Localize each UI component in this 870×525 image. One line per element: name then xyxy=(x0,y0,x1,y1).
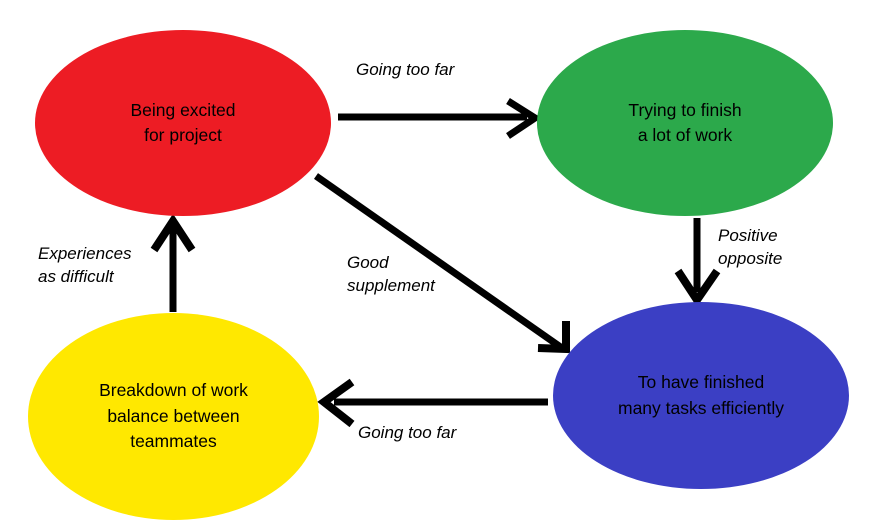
arrowhead xyxy=(674,268,721,308)
node-to-have-finished-many-tasks-efficiently[interactable]: To have finished many tasks efficiently xyxy=(553,302,849,489)
edge-label-breakdown-to-excited: Experiences as difficult xyxy=(38,244,132,286)
edge-line xyxy=(313,173,565,351)
edge-excited-to-finished xyxy=(313,173,570,354)
node-breakdown-of-work-balance-between-teammates[interactable]: Breakdown of work balance between teamma… xyxy=(28,313,319,520)
edge-excited-to-trying xyxy=(338,98,542,139)
node-being-excited-for-project[interactable]: Being excited for project xyxy=(35,30,331,216)
edge-label-trying-to-finished: Positive opposite xyxy=(718,226,783,268)
arrowhead xyxy=(506,98,542,139)
node-trying-to-finish-a-lot-of-work[interactable]: Trying to finish a lot of work xyxy=(537,30,833,216)
node-label: Being excited for project xyxy=(130,99,236,145)
node-label: Trying to finish a lot of work xyxy=(628,99,742,145)
edge-finished-to-breakdown xyxy=(317,378,548,428)
edge-label-excited-to-trying: Going too far xyxy=(356,60,455,79)
arrowhead xyxy=(150,213,196,253)
edge-breakdown-to-excited xyxy=(150,213,196,312)
node-label: To have finished many tasks efficiently xyxy=(618,372,784,418)
arrowhead xyxy=(537,321,570,354)
edge-label-finished-to-breakdown: Going too far xyxy=(358,423,457,442)
edge-label-excited-to-finished: Good supplement xyxy=(347,253,435,295)
arrowhead xyxy=(317,378,355,428)
node-label: Breakdown of work balance between teamma… xyxy=(99,380,248,452)
edge-trying-to-finished xyxy=(674,218,721,308)
